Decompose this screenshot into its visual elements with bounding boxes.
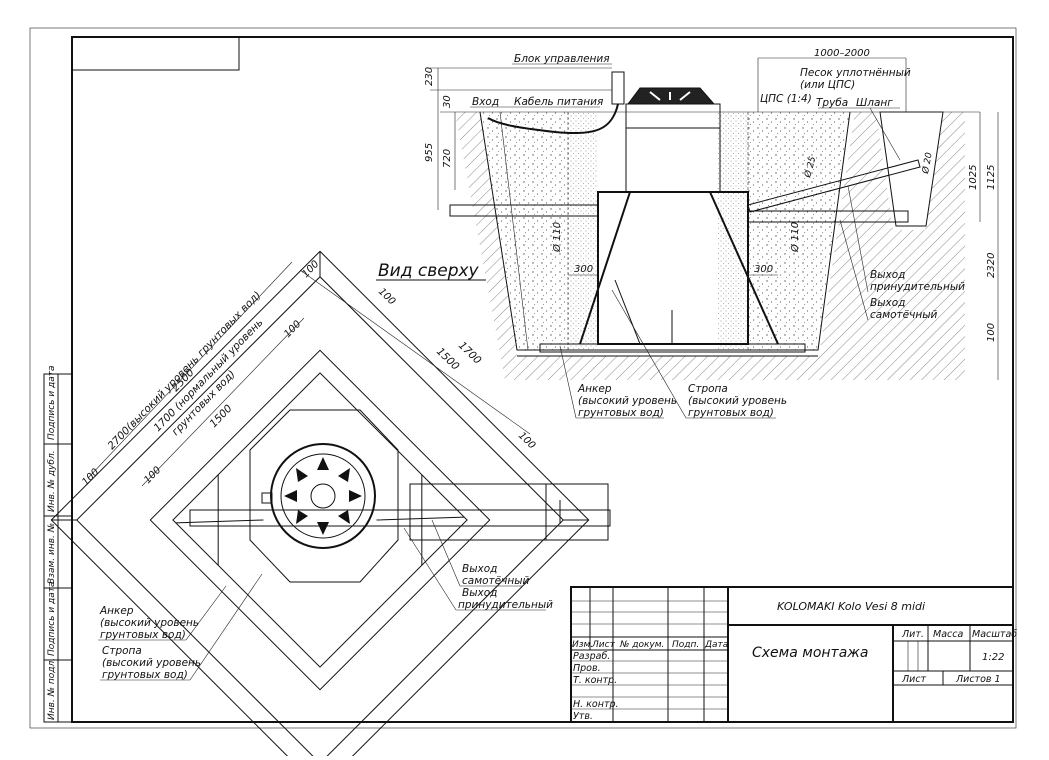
dim-d20: Ø 20 (920, 151, 935, 175)
dim-30: 30 (442, 95, 453, 108)
label-anchor-1: Анкер (577, 383, 612, 395)
label-control-unit: Блок управления (514, 53, 610, 65)
plan-view-title: Вид сверху (378, 261, 480, 281)
side-stamp-3: Взам. инв. № (47, 523, 57, 584)
tb-col-izm: Изм. (572, 640, 593, 650)
dim-955: 955 (424, 143, 435, 162)
dim-300-left: 300 (574, 264, 593, 275)
tb-lit: Лит. (901, 629, 924, 640)
tb-role-1: Разраб. (573, 651, 610, 662)
tb-role-5: Н. контр. (573, 699, 619, 710)
side-stamp-5: Инв. № подл. (47, 658, 57, 720)
plan-label-sling-3: грунтовых вод) (102, 669, 188, 681)
dim-300-right: 300 (754, 264, 773, 275)
plan-label-anchor-3: грунтовых вод) (100, 629, 186, 641)
label-anchor-2: (высокий уровень (578, 395, 677, 407)
tb-col-list: Лист (591, 640, 616, 650)
plan-label-forced-1: Выход (462, 587, 497, 599)
label-hose: Шланг (856, 97, 893, 109)
label-forced-outlet-1: Выход (870, 269, 905, 281)
label-power-cable: Кабель питания (514, 96, 603, 108)
label-gravity-outlet-1: Выход (870, 297, 905, 309)
plan-label-gravity-1: Выход (462, 563, 497, 575)
side-stamp: Подпись и дата Инв. № дубл. Взам. инв. №… (43, 365, 73, 723)
side-stamp-4: Подпись и дата (47, 581, 57, 656)
side-stamp-1: Подпись и дата (47, 365, 57, 440)
plan-dim-100-a: 100 (80, 467, 101, 488)
tb-drawing-title: Схема монтажа (752, 645, 868, 661)
tb-scale-label: Масштаб (972, 629, 1017, 640)
tb-scale: 1:22 (982, 652, 1004, 663)
plan-label-anchor-1: Анкер (99, 605, 134, 617)
plan-label-forced-2: принудительный (458, 599, 553, 611)
label-sling-2: (высокий уровень (688, 395, 787, 407)
label-sand: Песок уплотнённый (800, 67, 911, 79)
dim-1025: 1025 (968, 165, 979, 190)
plan-label-sling-2: (высокий уровень (102, 657, 201, 669)
label-pipe: Труба (816, 97, 848, 109)
dim-1125: 1125 (986, 165, 997, 190)
plan-label-gravity-2: самотёчный (462, 575, 529, 587)
tb-sheet: Лист (901, 674, 927, 685)
label-sling-3: грунтовых вод) (688, 407, 774, 419)
label-gravity-outlet-2: самотёчный (870, 309, 937, 321)
plan-label-anchor-2: (высокий уровень (100, 617, 199, 629)
label-cps: ЦПС (1:4) (760, 93, 812, 105)
title-block: Изм. Лист № докум. Подп. Дата Разраб. Пр… (570, 586, 1017, 723)
label-forced-outlet-2: принудительный (870, 281, 965, 293)
dim-d110-right: Ø 110 (789, 222, 801, 253)
plan-dim-100-f: 100 (516, 430, 537, 451)
tb-col-date: Дата (704, 640, 728, 650)
tb-role-3: Т. контр. (573, 675, 617, 686)
side-stamp-2: Инв. № дубл. (47, 450, 57, 512)
dim-1000-2000: 1000–2000 (814, 48, 870, 59)
label-anchor-3: грунтовых вод) (578, 407, 664, 419)
label-sling-1: Стропа (688, 383, 728, 395)
dim-720: 720 (442, 149, 453, 168)
plan-dim-100-c: 100 (300, 259, 321, 280)
tb-role-6: Утв. (573, 711, 593, 722)
plan-dim-1500a: 1500 (208, 402, 235, 430)
tb-col-sign: Подп. (672, 640, 699, 650)
label-inlet: Вход (472, 96, 499, 108)
tb-product: KOLOMAKI Kolo Vesi 8 midi (777, 600, 925, 613)
plan-dim-100-b: 100 (142, 465, 163, 486)
label-sand-2: (или ЦПС) (800, 79, 855, 91)
dim-2320: 2320 (986, 253, 997, 278)
dim-230: 230 (424, 67, 435, 86)
tb-col-doc: № докум. (619, 640, 664, 650)
tb-mass: Масса (933, 629, 963, 640)
dim-d110-left: Ø 110 (551, 222, 563, 253)
dim-100-section: 100 (986, 323, 997, 342)
plan-label-sling-1: Стропа (102, 645, 142, 657)
section-view: 230 30 955 720 1025 1125 2320 100 1000–2… (424, 48, 999, 419)
tb-sheets-total: Листов 1 (955, 674, 1001, 685)
tb-role-2: Пров. (573, 663, 601, 674)
plan-dim-100-e: 100 (376, 286, 397, 307)
